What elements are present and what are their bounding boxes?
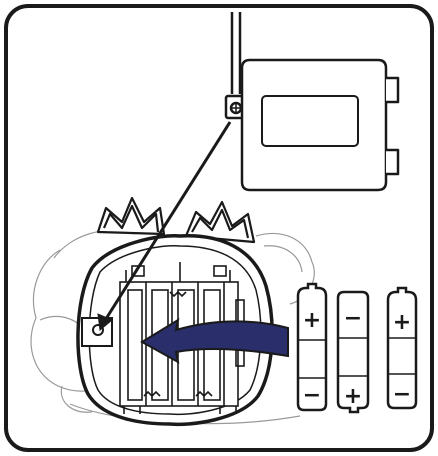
battery-1-top-sign: + — [303, 308, 321, 333]
battery-2-bottom-sign: + — [344, 384, 362, 409]
battery-3-top-sign: + — [393, 310, 411, 335]
battery-2-top-sign: − — [344, 306, 362, 331]
battery-1-bottom-sign: − — [303, 383, 321, 408]
battery-cover-icon — [242, 60, 398, 190]
battery-3-bottom-sign: − — [393, 382, 411, 407]
